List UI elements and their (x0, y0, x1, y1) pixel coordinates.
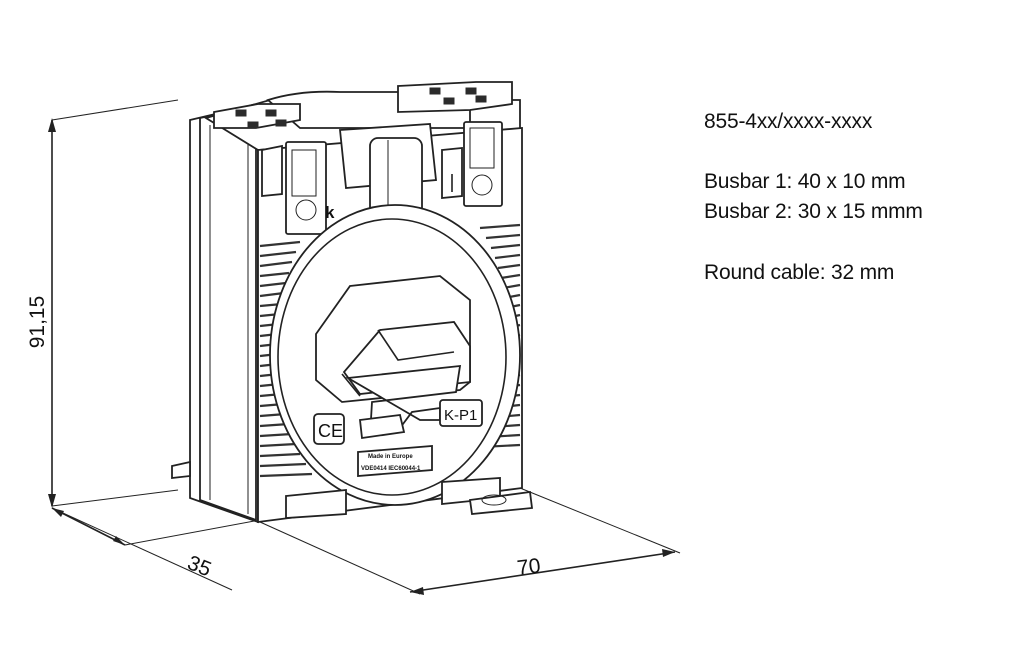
depth-dimension: 35 (51, 507, 261, 591)
current-transformer: k l CE (171, 81, 534, 524)
height-dimension-label: 91,15 (26, 296, 49, 349)
spec-busbar-2: Busbar 2: 30 x 15 mmm (704, 200, 923, 223)
terminal-k-label: k (325, 203, 335, 222)
height-dimension: 91,15 (26, 99, 179, 508)
ce-mark-text: CE (318, 421, 343, 441)
ce-mark: CE (313, 413, 345, 445)
cooling-ribs-left (259, 240, 313, 478)
brand-logo: K-P1 (439, 399, 483, 427)
width-dimension: 70 (259, 487, 681, 595)
spec-round-cable: Round cable: 32 mm (704, 261, 895, 284)
width-dimension-label: 70 (516, 554, 542, 580)
terminal-block-right (397, 81, 513, 207)
rating-label: Made in Europe VDE0414 IEC60044-1 (357, 445, 433, 477)
mounting-feet (171, 460, 534, 519)
terminal-block-left (213, 103, 327, 235)
brand-logo-text: K-P1 (444, 407, 477, 424)
rating-label-line-2: VDE0414 IEC60044-1 (361, 466, 421, 472)
busbar-holder (315, 275, 471, 440)
spec-busbar-1: Busbar 1: 40 x 10 mm (704, 170, 906, 193)
rating-label-line-1: Made in Europe (368, 454, 413, 460)
part-number: 855-4xx/xxxx-xxxx (704, 110, 873, 133)
depth-dimension-label: 35 (184, 551, 214, 581)
